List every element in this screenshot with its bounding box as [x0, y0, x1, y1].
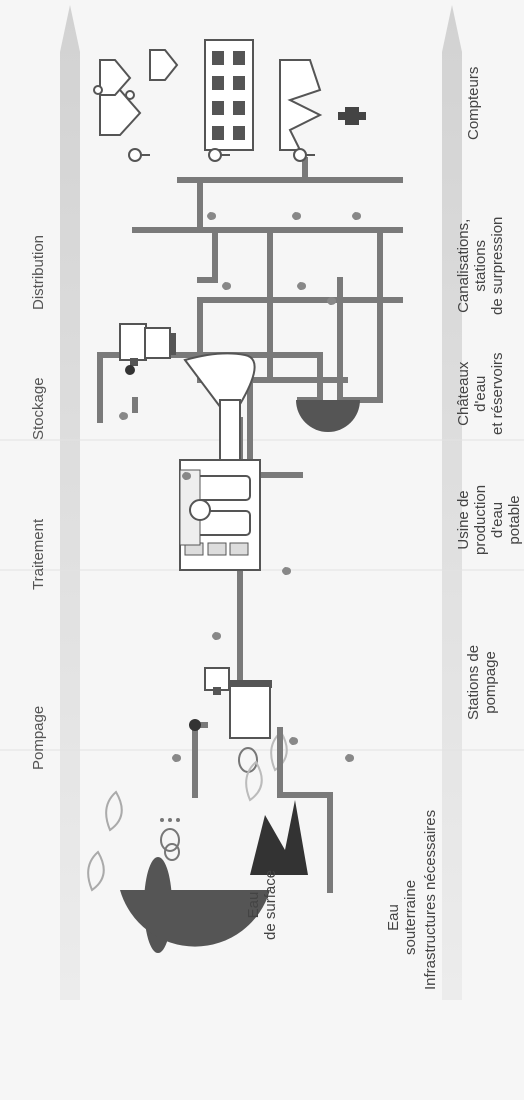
treatment-plant-icon [179, 459, 261, 571]
label-pipes-line3: de surpression [489, 216, 506, 315]
house-icon [99, 49, 179, 136]
label-treatment-plant: Usine de production d'eau potable [455, 485, 523, 555]
stage-label-storage: Stockage [30, 377, 47, 440]
apartment-building-icon [204, 39, 254, 151]
flow-arrow-bottom [442, 5, 462, 1000]
stage-label-treatment: Traitement [30, 518, 47, 590]
cloud-rain-icon [160, 818, 180, 861]
factory-icon [279, 59, 323, 151]
groundwater-label-line2: souterraine [402, 879, 419, 955]
infrastructure-heading: Infrastructures nécessaires [422, 809, 439, 990]
label-storage-line2: d'eau [472, 375, 489, 412]
leaf-icon [87, 850, 105, 892]
reservoir-icon [296, 400, 360, 432]
label-pumping-stations-line2: pompage [482, 651, 499, 714]
groundwater-icon [120, 730, 308, 947]
label-treatment-plant-line1: Usine de [455, 490, 472, 550]
label-treatment-plant-line3: d'eau [489, 501, 506, 539]
label-storage-line3: et réservoirs [489, 352, 506, 435]
label-storage-line1: Châteaux [455, 361, 472, 426]
fire-hydrant-icon [338, 107, 366, 125]
surface-water-label: Eau de surface [245, 870, 279, 940]
stage-label-pumping: Pompage [30, 705, 47, 770]
surface-water-label-line1: Eau [245, 891, 262, 919]
label-pipes-line1: Canalisations, [455, 218, 472, 313]
leaf-icon [105, 790, 123, 832]
groundwater-label: Eau souterraine [385, 880, 419, 955]
meter-icon [93, 85, 315, 162]
label-storage: Châteaux d'eau et réservoirs [455, 352, 506, 435]
pump-station-icon [189, 667, 272, 739]
stage-label-distribution: Distribution [30, 234, 47, 310]
booster-station-icon [119, 323, 176, 375]
label-treatment-plant-line4: potable [506, 495, 523, 545]
water-drop-icon [119, 212, 361, 762]
flow-arrow-top [60, 5, 80, 1000]
surface-water-label-line2: de surface [262, 869, 279, 940]
water-tower-icon [183, 352, 256, 461]
label-pipes-line2: stations [472, 239, 489, 292]
label-treatment-plant-line2: production [472, 484, 489, 555]
label-pumping-stations-line1: Stations de [465, 644, 482, 720]
groundwater-label-line1: Eau [385, 904, 402, 931]
label-pipes: Canalisations, stations de surpression [455, 217, 506, 315]
leaf-icon [245, 760, 263, 802]
label-pumping-stations: Stations de pompage [465, 645, 499, 720]
label-meters: Compteurs [465, 66, 482, 140]
